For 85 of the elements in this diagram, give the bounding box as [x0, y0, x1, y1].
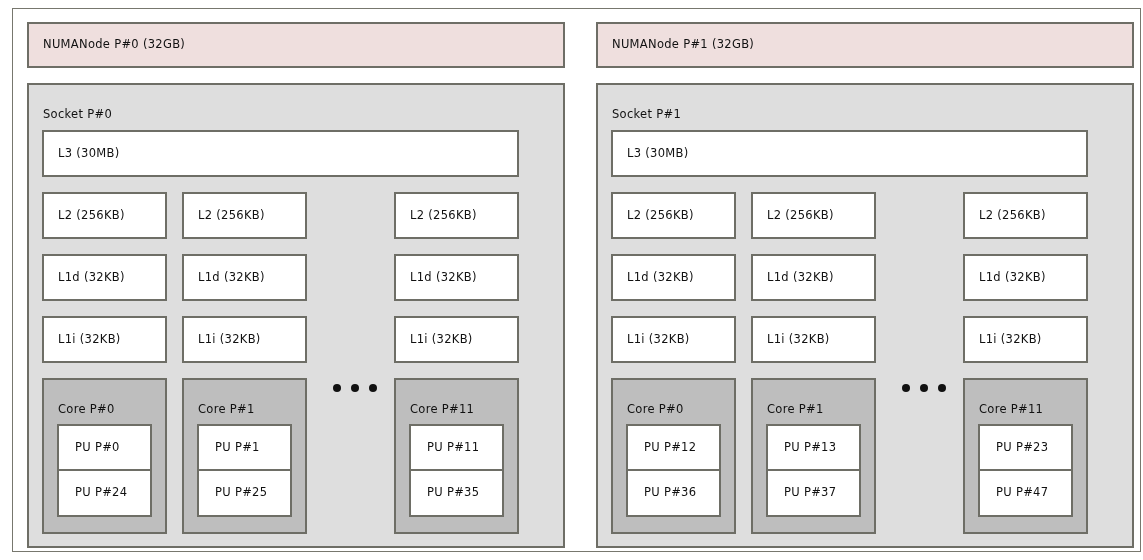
pu-box	[626, 424, 721, 471]
cache-box	[182, 316, 307, 363]
cache-label: L3 (30MB)	[627, 147, 689, 160]
pu-box	[766, 424, 861, 471]
cache-label: L1d (32KB)	[767, 271, 834, 284]
cache-label: L2 (256KB)	[627, 209, 694, 222]
numa-node-box	[596, 22, 1134, 68]
cache-box	[751, 192, 876, 239]
cache-box	[394, 316, 519, 363]
pu-label: PU P#11	[427, 441, 480, 454]
cache-label: L1i (32KB)	[198, 333, 261, 346]
pu-label: PU P#36	[644, 487, 697, 499]
pu-box	[197, 424, 292, 471]
cache-box	[42, 192, 167, 239]
cache-label: L1i (32KB)	[979, 333, 1042, 346]
cache-box	[963, 254, 1088, 301]
pu-label: PU P#0	[75, 441, 120, 454]
cache-box	[182, 192, 307, 239]
cache-label: L2 (256KB)	[767, 209, 834, 222]
core-box	[963, 378, 1088, 534]
cache-label: L2 (256KB)	[198, 209, 265, 222]
core-label: Core P#11	[410, 402, 475, 416]
cache-box	[751, 254, 876, 301]
core-box	[751, 378, 876, 534]
pu-label: PU P#47	[996, 487, 1049, 499]
socket-label: Socket P#0	[43, 107, 113, 121]
pu-box	[978, 469, 1073, 517]
pu-label: PU P#23	[996, 441, 1049, 454]
pu-box	[626, 469, 721, 517]
core-label: Core P#1	[198, 402, 255, 416]
core-label: Core P#0	[627, 402, 684, 416]
cache-box	[42, 130, 519, 177]
cache-box	[963, 316, 1088, 363]
cache-label: L1d (32KB)	[979, 271, 1046, 284]
pu-label: PU P#25	[215, 487, 268, 499]
core-label: Core P#11	[979, 402, 1044, 416]
cache-box	[42, 316, 167, 363]
core-label: Core P#0	[58, 402, 115, 416]
cache-box	[42, 254, 167, 301]
numa-node-label: NUMANode P#1 (32GB)	[612, 39, 755, 51]
cache-label: L1i (32KB)	[410, 333, 473, 346]
cache-box	[751, 316, 876, 363]
cache-label: L2 (256KB)	[58, 209, 125, 222]
cache-box	[963, 192, 1088, 239]
cache-label: L1d (32KB)	[627, 271, 694, 284]
core-box	[42, 378, 167, 534]
cache-box	[611, 316, 736, 363]
socket-label: Socket P#1	[612, 107, 682, 121]
pu-label: PU P#37	[784, 487, 837, 499]
cache-label: L1d (32KB)	[198, 271, 265, 284]
cache-label: L1i (32KB)	[58, 333, 121, 346]
pu-box	[766, 469, 861, 517]
pu-box	[57, 469, 152, 517]
core-box	[182, 378, 307, 534]
pu-box	[197, 469, 292, 517]
socket-box	[27, 83, 565, 548]
cache-label: L1d (32KB)	[58, 271, 125, 284]
pu-label: PU P#13	[784, 441, 837, 454]
socket-box	[596, 83, 1134, 548]
pu-box	[409, 469, 504, 517]
cache-box	[394, 192, 519, 239]
numa-node-label: NUMANode P#0 (32GB)	[43, 39, 186, 51]
cache-label: L2 (256KB)	[410, 209, 477, 222]
pu-label: PU P#24	[75, 487, 128, 499]
pu-box	[978, 424, 1073, 471]
pu-label: PU P#12	[644, 441, 697, 454]
numa-node-box	[27, 22, 565, 68]
pu-label: PU P#35	[427, 487, 480, 499]
cache-label: L2 (256KB)	[979, 209, 1046, 222]
pu-label: PU P#1	[215, 441, 260, 454]
cache-label: L1i (32KB)	[767, 333, 830, 346]
machine-box	[12, 8, 1141, 552]
cache-label: L3 (30MB)	[58, 147, 120, 160]
cache-label: L1d (32KB)	[410, 271, 477, 284]
cache-box	[394, 254, 519, 301]
pu-box	[57, 424, 152, 471]
cache-box	[182, 254, 307, 301]
cache-box	[611, 130, 1088, 177]
core-box	[611, 378, 736, 534]
cache-label: L1i (32KB)	[627, 333, 690, 346]
cache-box	[611, 192, 736, 239]
core-box	[394, 378, 519, 534]
pu-box	[409, 424, 504, 471]
core-label: Core P#1	[767, 402, 824, 416]
cache-box	[611, 254, 736, 301]
